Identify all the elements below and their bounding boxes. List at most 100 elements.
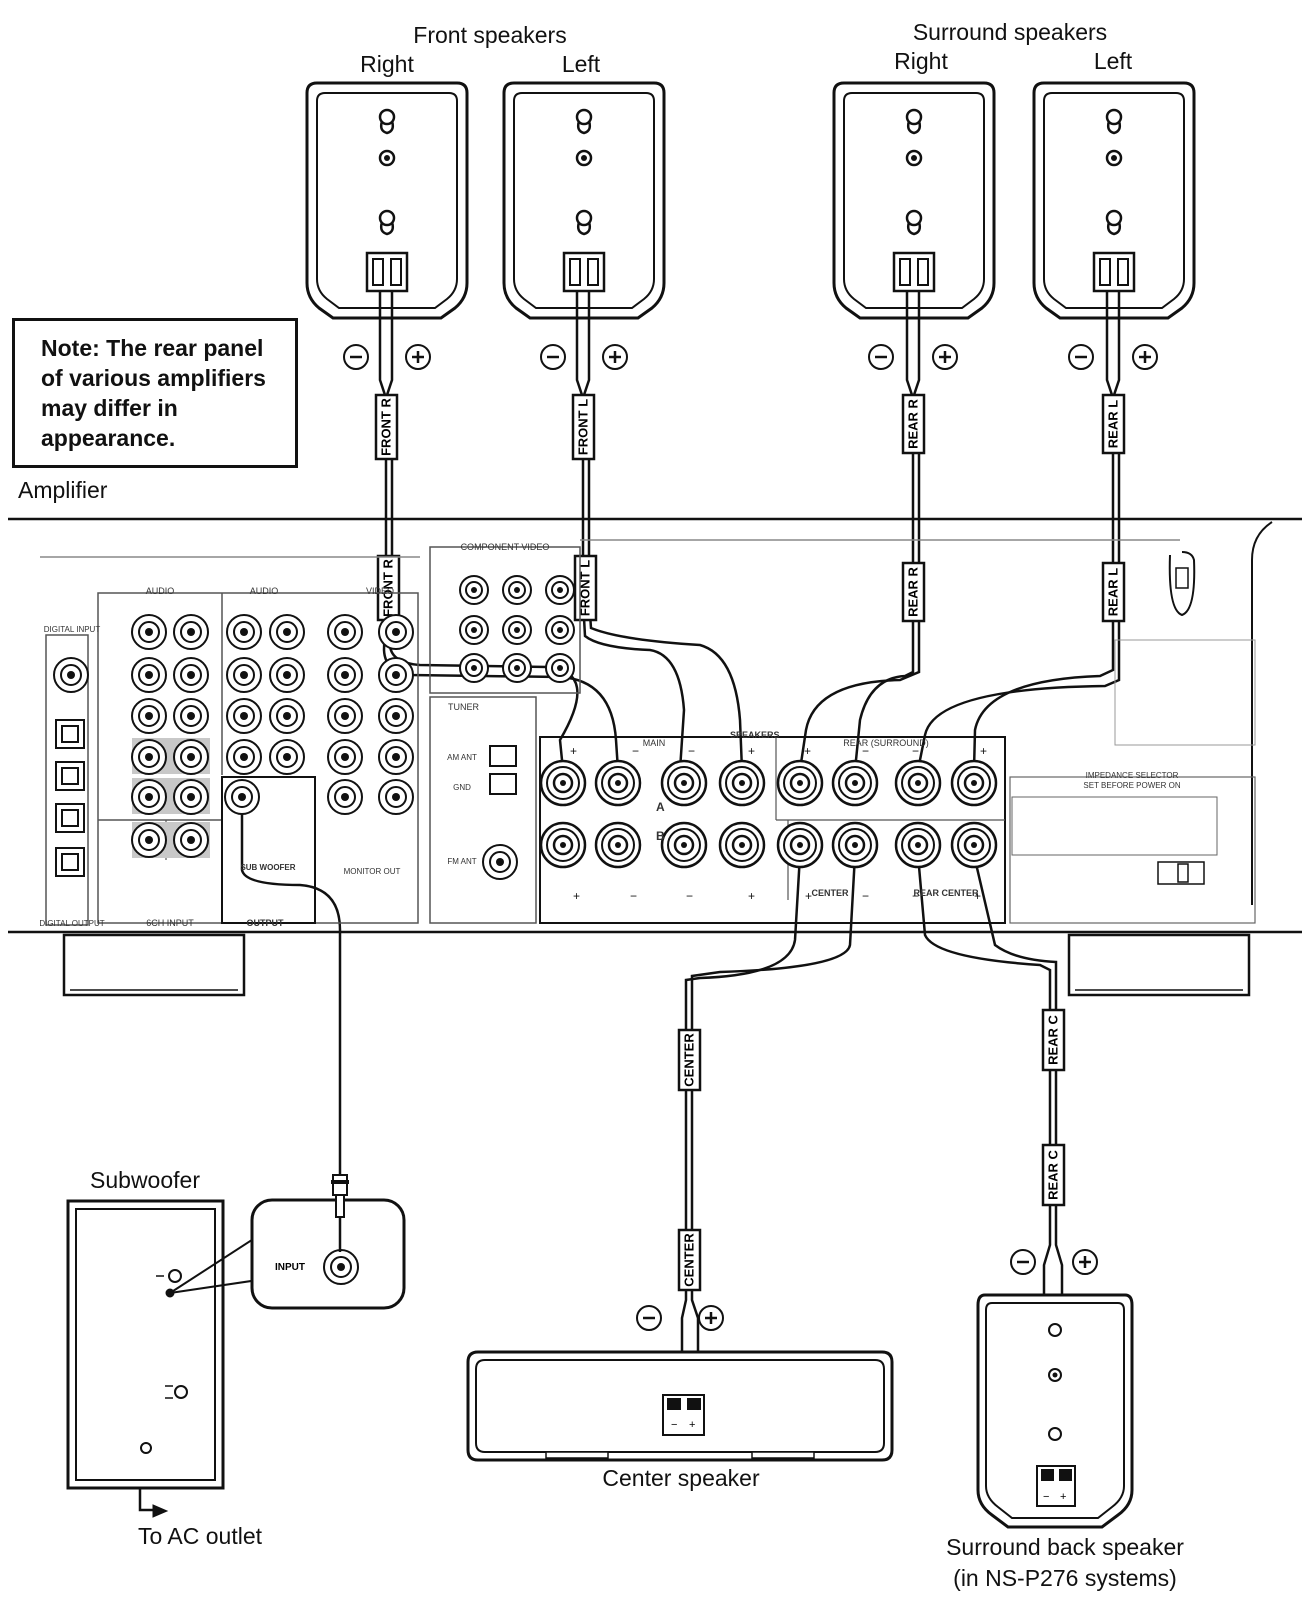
svg-text:+: +: [980, 744, 987, 758]
svg-text:+: +: [974, 889, 981, 903]
svg-text:−: −: [686, 889, 693, 903]
minus-icon: [1009, 1248, 1037, 1276]
plus-icon: [697, 1304, 725, 1332]
surround-back-label-line2: (in NS-P276 systems): [953, 1565, 1177, 1591]
tag-rear-r-upper: REAR R: [901, 393, 926, 455]
subwoofer-unit: [66, 1199, 259, 1518]
surround-left-speaker: [1032, 81, 1196, 320]
minus-icon: [1067, 343, 1095, 371]
subwoofer-label: Subwoofer: [90, 1167, 200, 1193]
svg-text:−: −: [1043, 1491, 1049, 1503]
tag-rear-l-lower: REAR L: [1101, 561, 1126, 623]
front-left-label: Left: [562, 51, 601, 77]
panel-audio-label: AUDIO: [146, 586, 175, 596]
tag-rear-c-lower: REAR C: [1041, 1143, 1066, 1207]
svg-text:+: +: [570, 744, 577, 758]
svg-text:FRONT R: FRONT R: [379, 398, 394, 456]
svg-text:−: −: [688, 744, 695, 758]
svg-text:REAR L: REAR L: [1106, 400, 1121, 448]
surround-back-label-line1: Surround back speaker: [946, 1534, 1184, 1560]
svg-text:+: +: [804, 744, 811, 758]
svg-text:REAR C: REAR C: [1046, 1149, 1061, 1199]
plus-icon: [931, 343, 959, 371]
amplifier-body: [8, 517, 1302, 997]
surround-right-label: Right: [894, 48, 948, 74]
panel-speakers-label: SPEAKERS: [730, 730, 780, 740]
svg-text:−: −: [912, 744, 919, 758]
tag-front-r-lower: FRONT R: [376, 554, 401, 622]
panel-sub-woofer-label: SUB WOOFER: [240, 863, 295, 872]
speaker-terminals: [539, 759, 998, 869]
panel-output-label: OUTPUT: [247, 918, 285, 928]
tag-center-upper: CENTER: [677, 1028, 702, 1092]
minus-icon: [867, 343, 895, 371]
svg-text:+: +: [805, 889, 812, 903]
svg-text:CENTER: CENTER: [682, 1233, 697, 1287]
svg-text:FRONT L: FRONT L: [578, 560, 593, 616]
cable-tags: FRONT R FRONT R FRONT L FRONT L REAR R R…: [374, 393, 1126, 1292]
svg-text:REAR R: REAR R: [906, 398, 921, 448]
panel-6ch-input-label: 6CH INPUT: [146, 918, 194, 928]
amplifier-label: Amplifier: [18, 477, 108, 503]
note-line-2: of various amplifiers: [41, 365, 266, 391]
svg-text:FRONT R: FRONT R: [381, 559, 396, 617]
note-line-3: may differ in: [41, 395, 178, 421]
surround-left-label: Left: [1094, 48, 1133, 74]
front-left-speaker: [502, 81, 666, 320]
panel-digital-output-label: DIGITAL OUTPUT: [39, 919, 104, 928]
panel-set-before-power-on-label: SET BEFORE POWER ON: [1083, 781, 1180, 790]
svg-text:+: +: [748, 889, 755, 903]
tag-front-l-lower: FRONT L: [573, 554, 598, 622]
surround-back-speaker-unit: − +: [976, 1293, 1134, 1529]
minus-icon: [342, 343, 370, 371]
svg-text:−: −: [912, 889, 919, 903]
front-speakers-label: Front speakers: [413, 22, 566, 48]
to-ac-outlet-label: To AC outlet: [138, 1523, 263, 1549]
panel-center-label: CENTER: [811, 888, 849, 898]
panel-component-video-label: COMPONENT VIDEO: [461, 542, 550, 552]
svg-text:+: +: [1060, 1491, 1066, 1503]
panel-rear-surround-label: REAR (SURROUND): [843, 738, 929, 748]
panel-gnd-label: GND: [453, 783, 471, 792]
tag-rear-l-upper: REAR L: [1101, 393, 1126, 455]
minus-icon: [635, 1304, 663, 1332]
tag-front-r-upper: FRONT R: [374, 393, 399, 461]
svg-text:−: −: [630, 889, 637, 903]
svg-text:−: −: [671, 1419, 677, 1431]
minus-icon: [539, 343, 567, 371]
note-line-4: appearance.: [41, 425, 176, 451]
center-speaker-label: Center speaker: [602, 1465, 760, 1491]
panel-digital-input-label: DIGITAL INPUT: [44, 625, 101, 634]
plus-icon: [1131, 343, 1159, 371]
svg-text:−: −: [632, 744, 639, 758]
note-box: Note: The rear panel of various amplifie…: [12, 318, 298, 468]
optical-ports: [55, 719, 517, 877]
tag-center-lower: CENTER: [677, 1228, 702, 1292]
tag-rear-c-upper: REAR C: [1041, 1008, 1066, 1072]
subwoofer-input-jack: [323, 1249, 359, 1285]
svg-text:+: +: [748, 744, 755, 758]
center-speaker-unit: − +: [466, 1350, 894, 1462]
svg-text:+: +: [573, 889, 580, 903]
panel-am-ant-label: AM ANT: [447, 753, 477, 762]
panel-fm-ant-label: FM ANT: [447, 857, 476, 866]
svg-text:−: −: [862, 889, 869, 903]
input-label: INPUT: [275, 1262, 305, 1273]
panel-rear-center-label: REAR CENTER: [913, 888, 979, 898]
svg-text:+: +: [689, 1419, 695, 1431]
subwoofer-input-callout: INPUT: [250, 1174, 406, 1310]
tag-front-l-upper: FRONT L: [571, 393, 596, 461]
note-line-1: Note: The rear panel: [41, 335, 264, 361]
plus-icon: [1071, 1248, 1099, 1276]
panel-tuner-label: TUNER: [448, 702, 479, 712]
panel-labels: AUDIO AUDIO VIDEO COMPONENT VIDEO TUNER …: [39, 542, 1180, 928]
svg-text:REAR R: REAR R: [906, 566, 921, 616]
panel-audio-label: AUDIO: [250, 586, 279, 596]
plus-icon: [601, 343, 629, 371]
svg-text:−: −: [862, 744, 869, 758]
panel-main-label: MAIN: [643, 738, 666, 748]
panel-monitor-out-label: MONITOR OUT: [344, 867, 401, 876]
panel-row-a-label: A: [656, 800, 665, 814]
speaker-cables: [138, 291, 1121, 1512]
